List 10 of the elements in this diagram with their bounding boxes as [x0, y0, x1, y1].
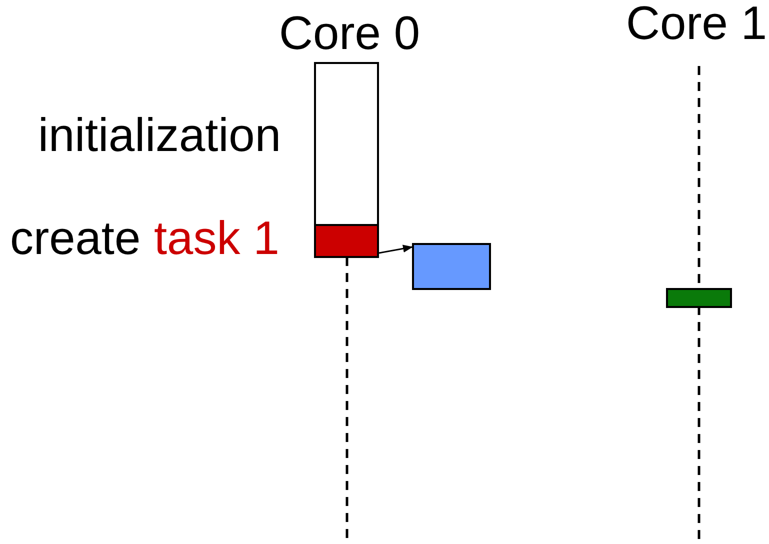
column-heading: Core 1	[626, 0, 768, 48]
node-caption: initialization	[38, 110, 281, 160]
task-box	[666, 288, 732, 308]
node-caption: create	[10, 213, 141, 263]
task-box	[412, 243, 491, 290]
column-heading: Core 0	[279, 8, 420, 58]
process-box	[314, 224, 379, 258]
process-box	[314, 62, 379, 226]
node-caption: task 1	[154, 213, 280, 263]
arrow	[378, 244, 413, 254]
